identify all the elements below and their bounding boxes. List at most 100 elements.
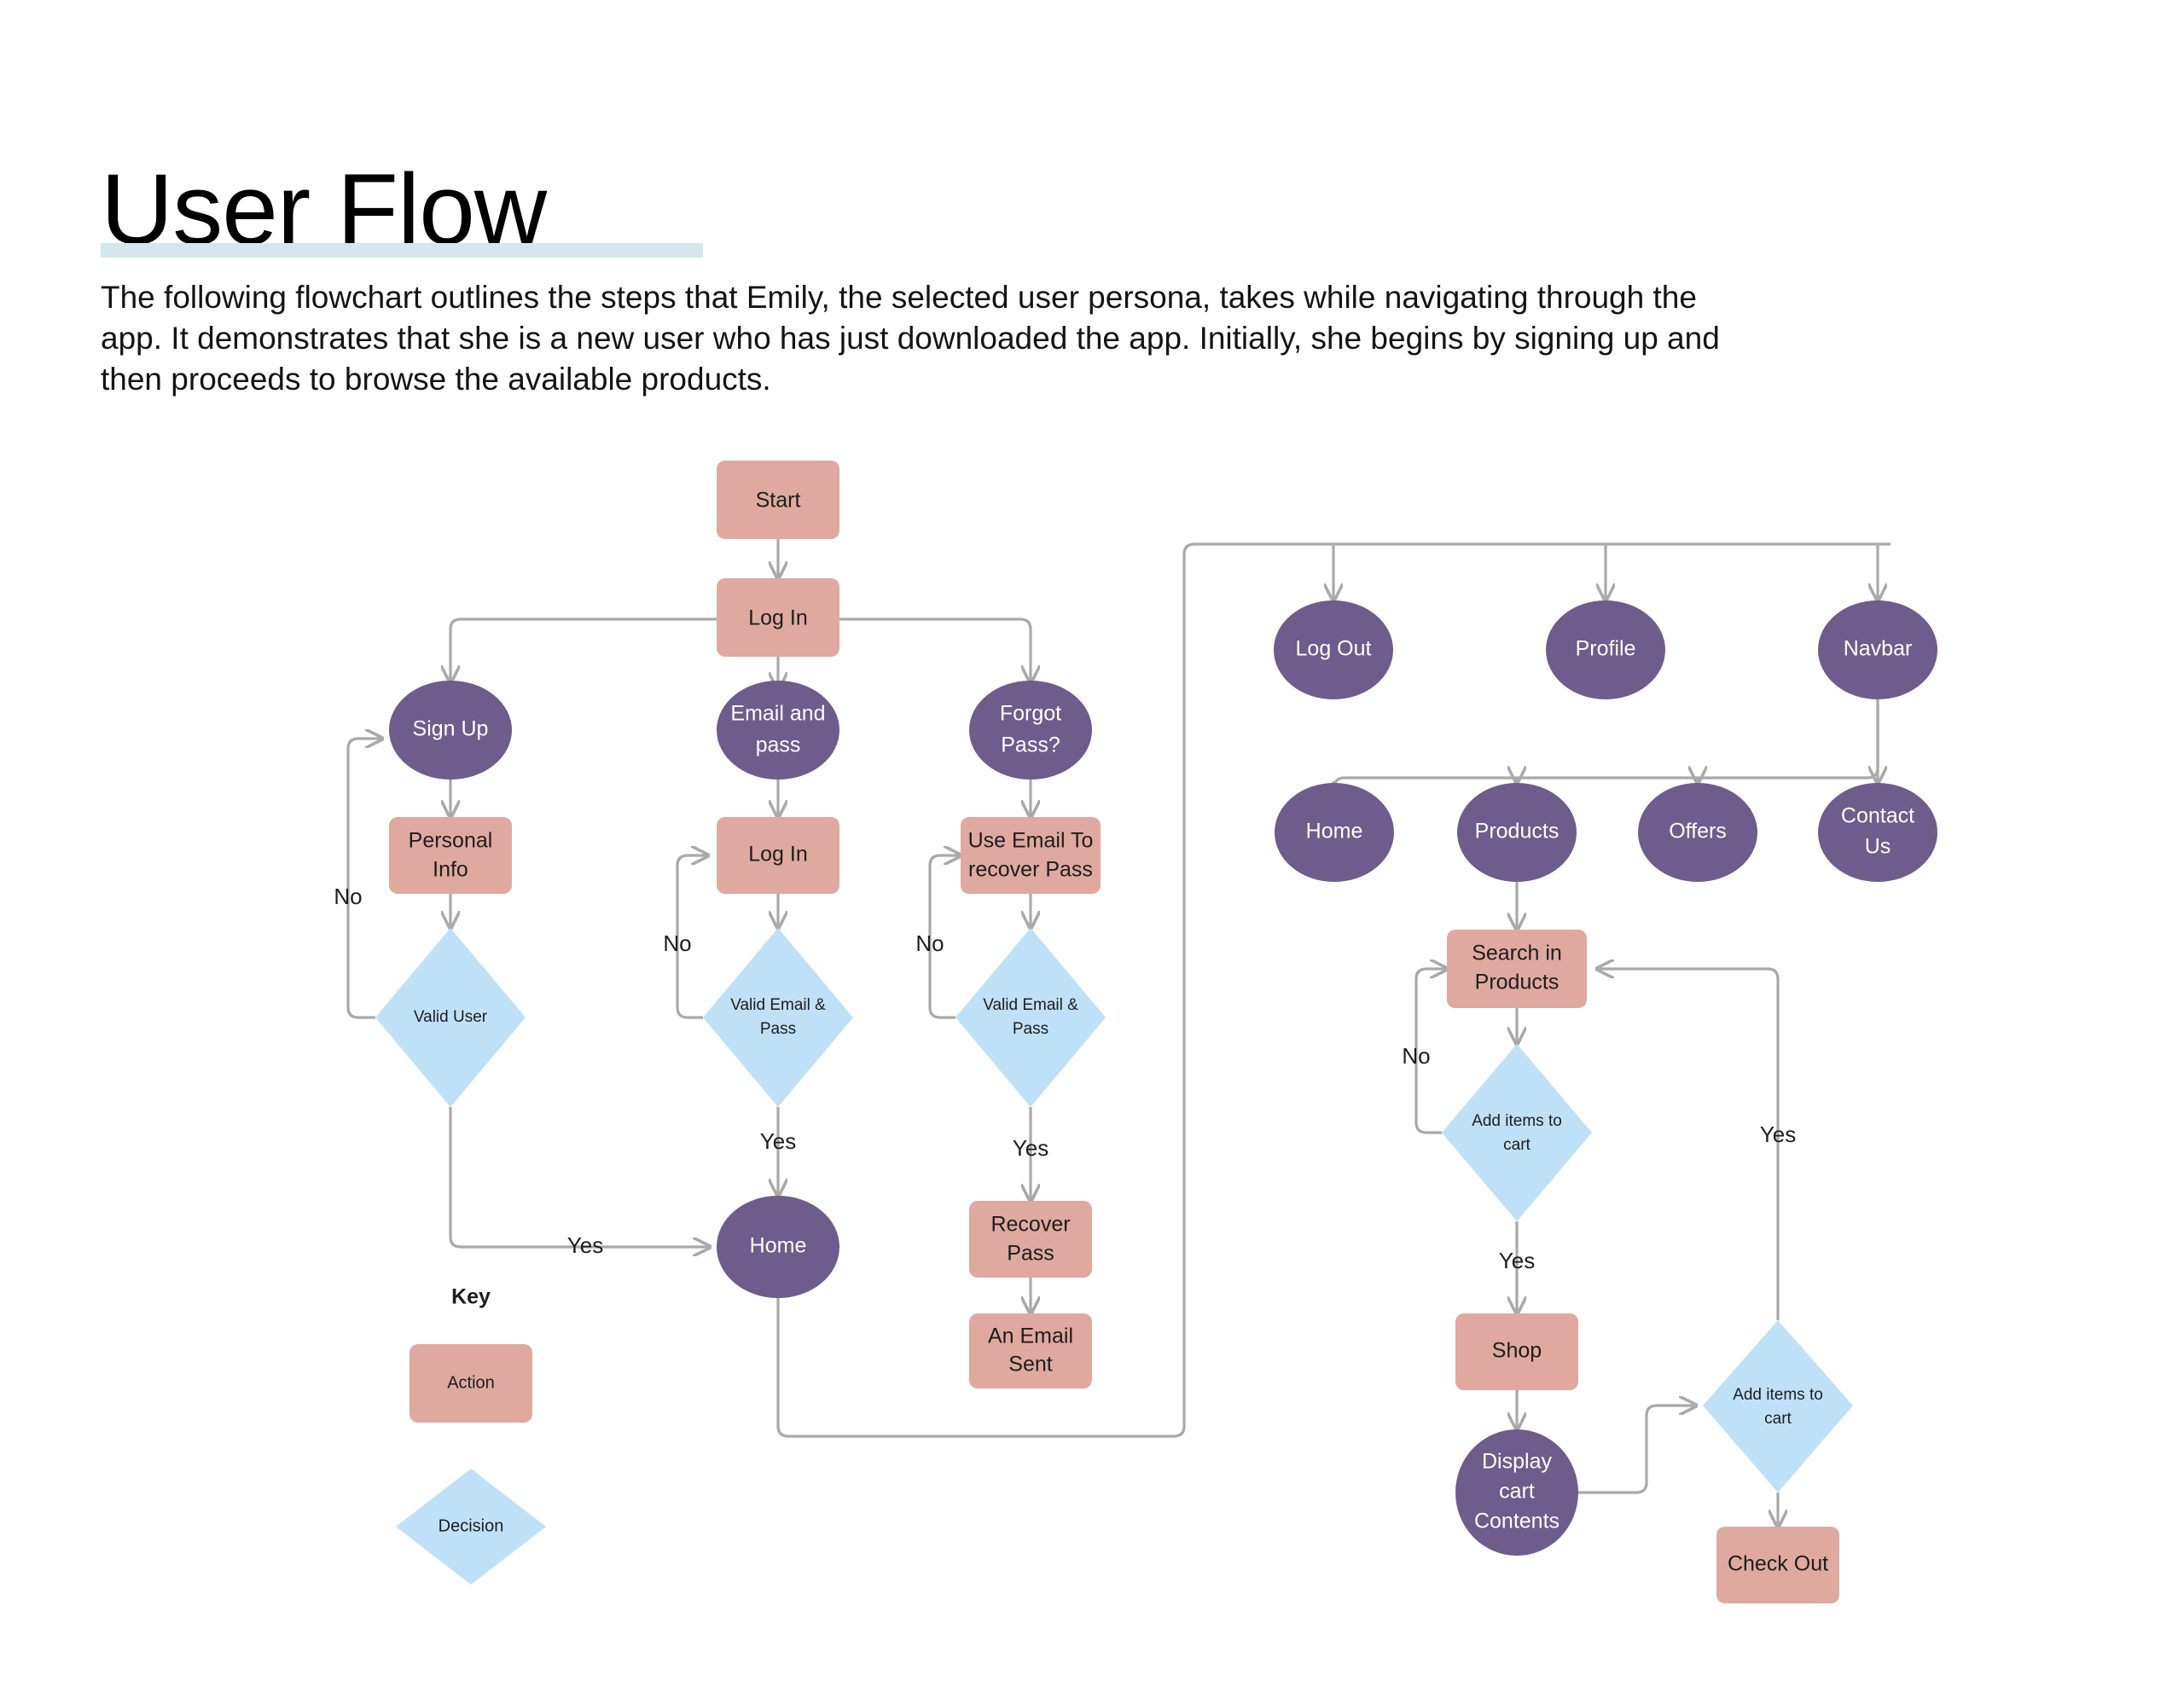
- node-valid-user-label: Valid User: [414, 1008, 488, 1026]
- node-login-2-label: Log In: [748, 843, 808, 867]
- node-add-items-to-cart-2[interactable]: Add items to cart: [1703, 1320, 1853, 1493]
- node-profile-label: Profile: [1576, 637, 1636, 661]
- node-personal-info-label-b: Info: [433, 858, 468, 882]
- node-home-right[interactable]: Home: [1275, 783, 1394, 882]
- legend-decision-swatch: Decision: [396, 1469, 546, 1585]
- node-forgot-pass-label-a: Forgot: [1000, 702, 1061, 726]
- node-offers-label: Offers: [1669, 820, 1727, 844]
- edge-login-to-forgot: [822, 617, 1031, 682]
- node-recover-pass-label-a: Recover: [990, 1213, 1070, 1237]
- node-valid-ep2-label-b: Pass: [1013, 1020, 1048, 1038]
- node-additems1-label-a: Add items to: [1472, 1112, 1562, 1130]
- node-email-and-pass[interactable]: Email and pass: [717, 681, 839, 780]
- intro-paragraph: The following flowchart outlines the ste…: [101, 277, 2080, 400]
- edge-additems1-yes-to-shop: Yes: [1499, 1221, 1535, 1313]
- node-forgot-pass-label-b: Pass?: [1001, 733, 1060, 757]
- node-start[interactable]: Start: [717, 461, 839, 539]
- node-navbar[interactable]: Navbar: [1818, 600, 1937, 699]
- edge-home-to-nav-cluster: [776, 542, 1891, 1438]
- node-an-email-sent-label-a: An Email: [988, 1325, 1073, 1348]
- edge-label-no-search: No: [1402, 1043, 1430, 1069]
- flowchart-canvas: No Yes No Yes No Yes: [0, 426, 2184, 1680]
- edge-label-yes-additems1: Yes: [1499, 1248, 1535, 1273]
- title-underline-bar: [101, 243, 703, 258]
- node-use-email-label-a: Use Email To: [968, 829, 1094, 853]
- node-products[interactable]: Products: [1457, 783, 1577, 882]
- edge-validuser-no-to-signup: No: [334, 739, 382, 1019]
- legend-action-swatch: Action: [410, 1344, 532, 1423]
- node-home-left[interactable]: Home: [717, 1196, 839, 1298]
- node-login-2[interactable]: Log In: [717, 817, 839, 894]
- node-use-email-to-recover-pass[interactable]: Use Email To recover Pass: [961, 817, 1101, 894]
- edge-validep1-no-to-login2: No: [663, 855, 708, 1019]
- edge-login-to-signup: [450, 617, 734, 682]
- node-search-label-b: Products: [1475, 971, 1560, 994]
- legend-heading: Key: [451, 1285, 491, 1309]
- node-sign-up-label: Sign Up: [413, 717, 489, 741]
- node-valid-email-pass-2[interactable]: Valid Email & Pass: [956, 928, 1106, 1107]
- edge-validep2-no-to-userecover: No: [915, 855, 961, 1019]
- node-valid-ep1-label-b: Pass: [760, 1020, 796, 1038]
- node-forgot-pass[interactable]: Forgot Pass?: [969, 681, 1092, 780]
- legend-decision-label: Decision: [439, 1516, 504, 1535]
- edge-label-no-login: No: [663, 930, 691, 956]
- node-use-email-label-b: recover Pass: [968, 858, 1093, 882]
- edge-label-yes-validep2: Yes: [1013, 1135, 1048, 1161]
- node-shop-label: Shop: [1492, 1339, 1542, 1363]
- node-email-and-pass-label-b: pass: [756, 733, 801, 757]
- node-log-out-label: Log Out: [1296, 637, 1372, 661]
- node-home-left-label: Home: [750, 1234, 807, 1258]
- edge-additems2-yes-to-search: Yes: [1597, 969, 1796, 1320]
- node-displaycart-label-a: Display: [1482, 1450, 1552, 1474]
- node-products-label: Products: [1475, 820, 1560, 844]
- edge-label-yes-validep1: Yes: [760, 1128, 796, 1154]
- node-additems2-label-a: Add items to: [1733, 1386, 1823, 1404]
- node-home-right-label: Home: [1306, 820, 1363, 844]
- node-displaycart-label-b: cart: [1499, 1480, 1535, 1504]
- node-add-items-to-cart-1[interactable]: Add items to cart: [1442, 1044, 1592, 1221]
- node-recover-pass[interactable]: Recover Pass: [969, 1201, 1092, 1278]
- intro-line-3: then proceeds to browse the available pr…: [101, 362, 771, 397]
- node-valid-ep1-label-a: Valid Email &: [730, 996, 826, 1014]
- edge-label-no-recover: No: [915, 930, 944, 956]
- intro-line-2: app. It demonstrates that she is a new u…: [101, 321, 1720, 357]
- node-contact-us-label-b: Us: [1865, 835, 1891, 859]
- node-profile[interactable]: Profile: [1546, 600, 1665, 699]
- node-contact-us[interactable]: Contact Us: [1818, 783, 1937, 882]
- edge-validep2-yes-to-recoverpass: Yes: [1013, 1107, 1048, 1201]
- legend: Key Action Decision: [396, 1285, 546, 1585]
- edge-additems1-no-to-search: No: [1402, 969, 1447, 1134]
- node-navbar-label: Navbar: [1844, 637, 1913, 661]
- node-log-out[interactable]: Log Out: [1274, 600, 1393, 699]
- edge-label-yes-additems2: Yes: [1760, 1122, 1796, 1147]
- edge-displaycart-to-additems2: [1577, 1406, 1696, 1494]
- node-check-out-label: Check Out: [1728, 1552, 1828, 1576]
- node-recover-pass-label-b: Pass: [1007, 1242, 1054, 1266]
- node-personal-info-label-a: Personal: [409, 829, 493, 853]
- node-valid-email-pass-1[interactable]: Valid Email & Pass: [703, 928, 853, 1107]
- node-start-label: Start: [756, 489, 801, 513]
- node-search-label-a: Search in: [1472, 942, 1562, 965]
- node-valid-user[interactable]: Valid User: [375, 928, 526, 1107]
- node-shop[interactable]: Shop: [1455, 1313, 1578, 1390]
- intro-line-1: The following flowchart outlines the ste…: [101, 280, 1697, 315]
- node-offers[interactable]: Offers: [1638, 783, 1757, 882]
- edge-validuser-yes-to-home: Yes: [449, 1107, 710, 1258]
- node-sign-up[interactable]: Sign Up: [389, 681, 512, 780]
- node-displaycart-label-c: Contents: [1474, 1510, 1560, 1533]
- node-personal-info[interactable]: Personal Info: [389, 817, 512, 894]
- node-display-cart-contents[interactable]: Display cart Contents: [1455, 1429, 1578, 1556]
- node-additems1-label-b: cart: [1503, 1136, 1531, 1154]
- node-email-and-pass-label-a: Email and: [730, 702, 825, 726]
- node-login-1-label: Log In: [748, 606, 808, 630]
- node-search-in-products[interactable]: Search in Products: [1447, 930, 1587, 1008]
- node-login-1[interactable]: Log In: [717, 578, 839, 657]
- edge-label-no-signup: No: [334, 884, 362, 909]
- node-additems2-label-b: cart: [1764, 1410, 1792, 1428]
- node-an-email-sent[interactable]: An Email Sent: [969, 1313, 1092, 1388]
- node-valid-ep2-label-a: Valid Email &: [983, 996, 1078, 1014]
- node-check-out[interactable]: Check Out: [1716, 1527, 1839, 1603]
- edge-validep1-yes-to-home: Yes: [760, 1107, 796, 1196]
- edge-navbar-to-row2: [1334, 699, 1878, 788]
- edge-label-yes-validuser: Yes: [567, 1232, 603, 1258]
